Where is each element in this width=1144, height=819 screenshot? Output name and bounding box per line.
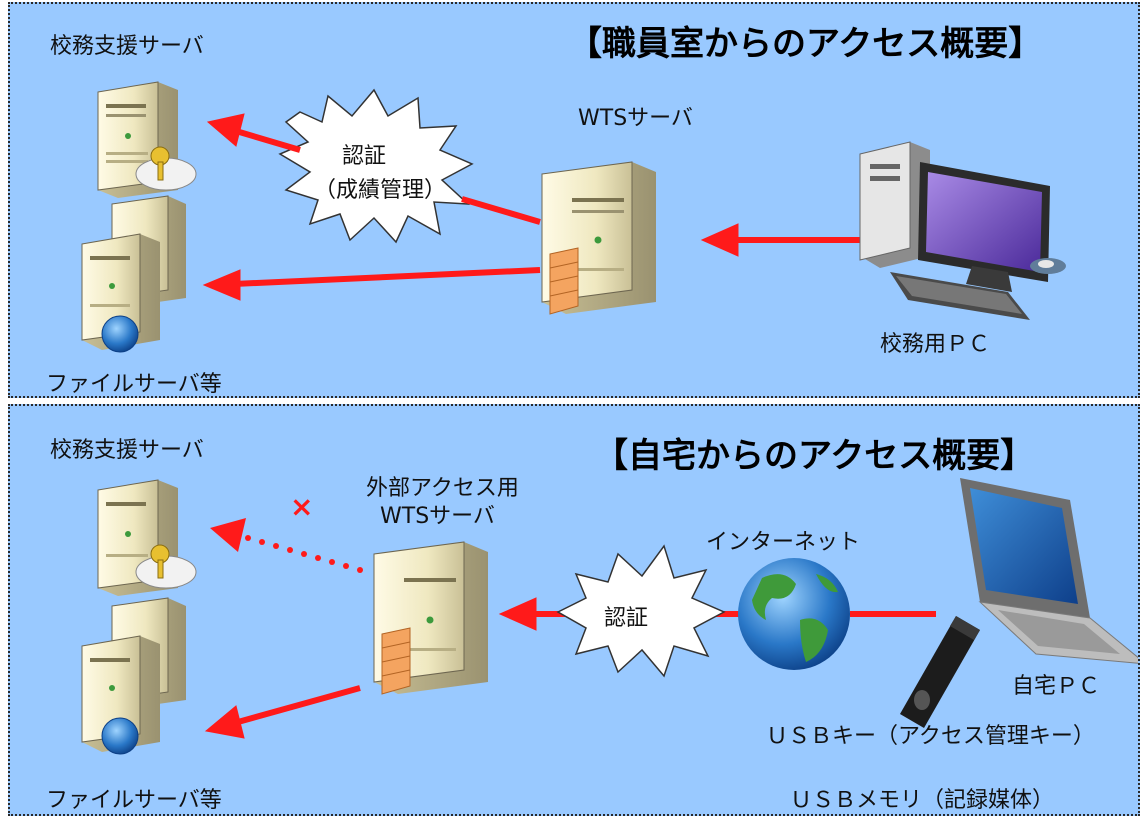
- office-diagram-art: [81, 81, 1066, 353]
- office-file-server-label: ファイルサーバ等: [46, 372, 222, 397]
- file-server-icon: [81, 195, 186, 353]
- office-pc-label: 校務用ＰＣ: [880, 332, 991, 357]
- auth-burst-shape: [556, 544, 726, 678]
- auth-burst-shape: [278, 88, 474, 244]
- blocked-dotted-arrow: [210, 518, 363, 573]
- ext-wts-label-line1: 外部アクセス用: [366, 476, 519, 501]
- internet-globe-icon: [738, 558, 850, 670]
- home-pc-label: 自宅ＰＣ: [1012, 674, 1101, 699]
- home-title: 【自宅からのアクセス概要】: [594, 436, 1035, 476]
- support-server-icon: [97, 479, 197, 596]
- home-diagram-art: [81, 478, 1138, 755]
- external-wts-server-icon: [373, 541, 488, 695]
- wts-server-icon: [541, 161, 656, 315]
- home-access-panel: 校務支援サーバ 【自宅からのアクセス概要】 外部アクセス用 WTSサーバ × イ…: [8, 404, 1140, 816]
- usb-key-label: ＵＳＢキー（アクセス管理キー）: [766, 724, 1095, 749]
- internet-label: インターネット: [706, 530, 861, 555]
- home-file-server-label: ファイルサーバ等: [46, 788, 222, 813]
- laptop-icon: [960, 478, 1138, 664]
- usb-key-icon: [900, 616, 980, 728]
- office-support-server-label: 校務支援サーバ: [50, 34, 204, 59]
- auth-burst-line2: （成績管理）: [314, 178, 447, 203]
- home-auth-burst-label: 認証: [604, 606, 649, 631]
- office-arrows: [202, 113, 866, 301]
- ext-wts-label-line2: WTSサーバ: [380, 504, 495, 529]
- office-title: 【職員室からのアクセス概要】: [568, 24, 1043, 64]
- blocked-x-mark: ×: [290, 490, 314, 523]
- firewall-icon: [381, 627, 411, 695]
- firewall-icon: [549, 247, 579, 315]
- usb-memory-label: ＵＳＢメモリ（記録媒体）: [790, 788, 1055, 813]
- office-access-panel: 校務支援サーバ 【職員室からのアクセス概要】 WTSサーバ 認証 （成績管理） …: [8, 2, 1140, 398]
- home-support-server-label: 校務支援サーバ: [50, 438, 204, 463]
- support-server-icon: [97, 81, 197, 198]
- file-server-icon: [81, 597, 186, 755]
- wts-server-label: WTSサーバ: [578, 106, 693, 131]
- office-pc-icon: [859, 141, 1066, 320]
- auth-burst-line1: 認証: [342, 144, 387, 169]
